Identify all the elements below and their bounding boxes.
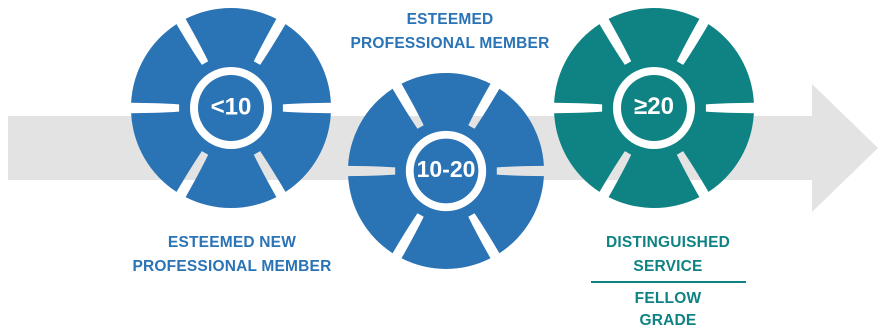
stage-1-caption-line-1: ESTEEMED NEW <box>168 234 296 251</box>
stage-1-gear-center <box>198 75 264 141</box>
stage-3-caption-line-1: DISTINGUISHED <box>606 234 730 251</box>
stage-3-value-number: 20 <box>647 93 674 120</box>
stage-3-sub-caption-line-1: FELLOW <box>635 290 702 307</box>
stage-2-value: 10-20 <box>417 156 476 182</box>
stage-2-gear-center <box>413 138 479 204</box>
stage-1-value: <10 <box>211 93 252 120</box>
stage-3-sub-caption-line-2: GRADE <box>640 312 697 329</box>
stage-2-caption-line-2: PROFESSIONAL MEMBER <box>350 35 549 52</box>
stage-1-caption-line-2: PROFESSIONAL MEMBER <box>132 258 331 275</box>
stage-3-value-prefix: ≥ <box>634 93 647 120</box>
stage-3-gear-center <box>621 75 687 141</box>
stage-3-caption-line-2: SERVICE <box>633 258 702 275</box>
stage-3-value: ≥20 <box>634 93 674 120</box>
stage-2-caption-line-1: ESTEEMED <box>407 11 494 28</box>
svg-text:≥20: ≥20 <box>634 93 674 120</box>
